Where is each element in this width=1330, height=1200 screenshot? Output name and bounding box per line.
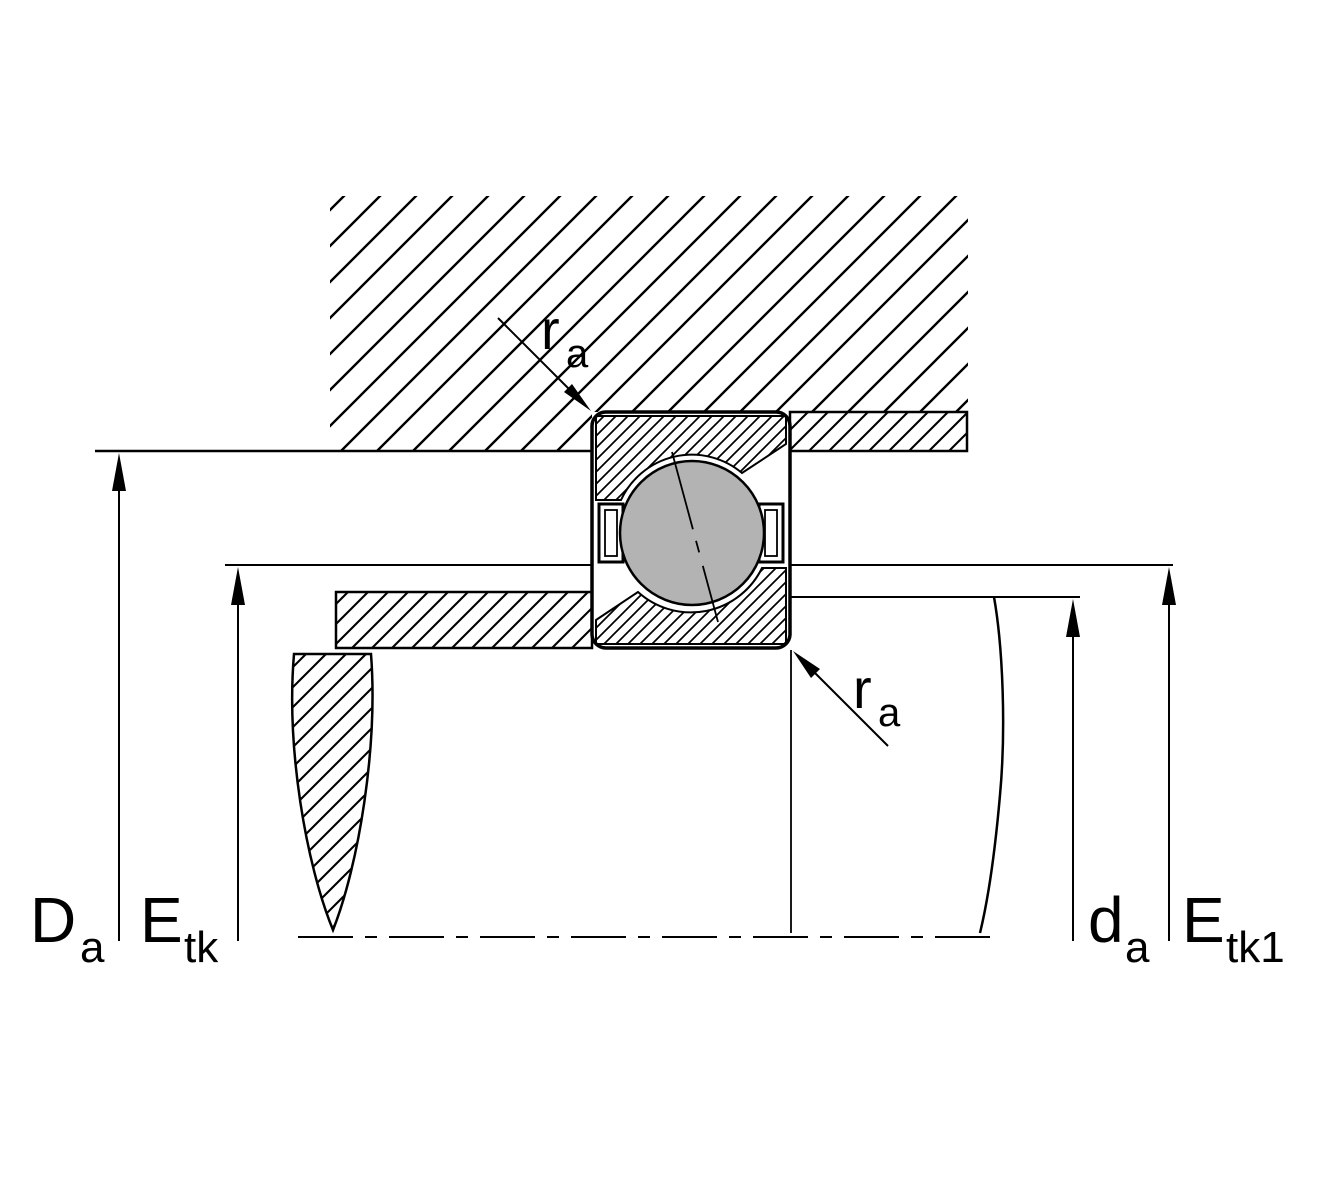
label-Etk-main: E [140,884,183,956]
label-ra-bottom-main: r [853,657,872,720]
housing-section [330,196,968,451]
label-Etk1-sub: tk1 [1226,923,1285,972]
bearing-ball [618,459,766,607]
contact-angle-line [671,451,719,623]
leader-line [811,669,889,747]
label-Etk-sub: tk [184,923,219,972]
arrowhead [793,651,820,678]
arrowhead-up [1162,567,1176,605]
bearing-inner-ring [595,567,787,645]
arrowhead-up [112,453,126,491]
bearing-cage-left-inner [604,509,618,557]
label-Etk1-main: E [1182,884,1225,956]
dimension-da [1066,599,1080,941]
label-Etk: E tk [140,884,219,972]
arrowhead [564,384,591,411]
dimension-Etk1 [1162,567,1176,941]
label-Da-main: D [30,884,76,956]
label-ra-bottom-sub: a [878,691,901,735]
fillet-callout-bottom: r a [793,651,901,747]
bearing-cross-section [590,410,792,650]
arrowhead-up [1066,599,1080,637]
shaft-seat-section [334,590,594,650]
shaft-shoulder-section [291,652,374,934]
label-ra-top-main: r [541,298,560,361]
dimension-Etk [231,567,245,941]
housing-spacer-strip [788,410,969,453]
bearing-outer-ring [595,415,787,501]
leader-line [497,317,577,397]
label-ra-top-sub: a [566,332,589,376]
label-da-main: d [1088,884,1124,956]
dimension-Da [112,453,126,941]
label-da: d a [1088,884,1150,972]
label-Da: D a [30,884,105,972]
label-da-sub: a [1125,923,1150,972]
label-Da-sub: a [80,923,105,972]
label-Etk1: E tk1 [1182,884,1285,972]
arrowhead-up [231,567,245,605]
shaft-contour-line [978,596,1005,934]
fillet-callout-top: r a [497,298,591,411]
